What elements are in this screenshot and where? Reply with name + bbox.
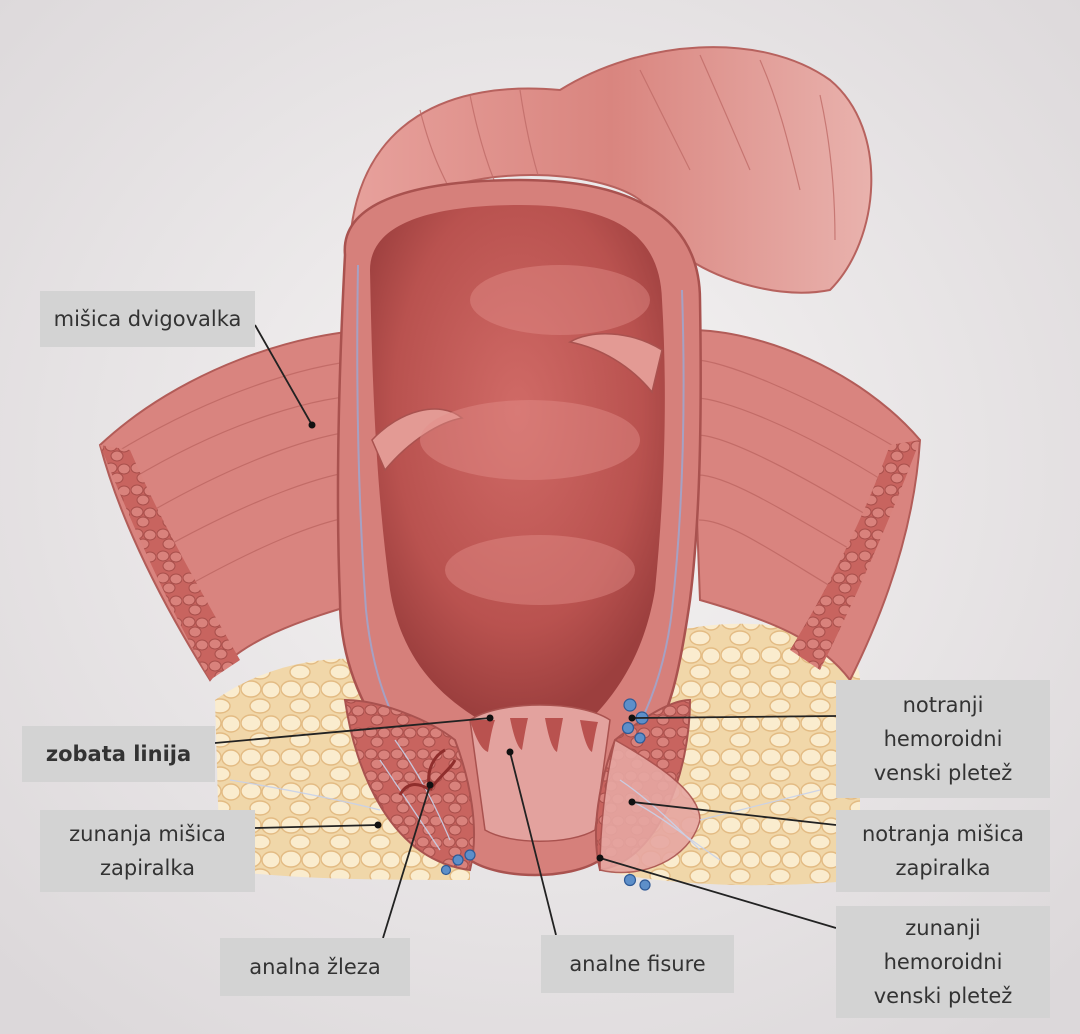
lumen-highlights <box>420 265 650 605</box>
anal-canal <box>469 704 611 842</box>
internal-sphincter-right <box>599 738 701 874</box>
rectal-fold-right <box>567 333 663 394</box>
anal-columns <box>470 718 598 752</box>
levator-cells-right <box>790 440 920 670</box>
rectal-fold-left <box>371 408 464 472</box>
leader-lines <box>214 324 837 939</box>
label-notranja-misica-zapiralka: notranja mišica zapiralka <box>836 810 1050 892</box>
label-zunanja-misica-zapiralka: zunanja mišica zapiralka <box>40 810 255 892</box>
label-analne-fisure: analne fisure <box>541 935 734 993</box>
anchor-dots <box>308 421 636 862</box>
label-zobata-linija: zobata linija <box>22 726 215 782</box>
label-notranji-hemoroidni-venski-pletez: notranji hemoroidni venski pletež <box>836 680 1050 798</box>
levator-muscle-right <box>688 328 922 682</box>
rectal-lumen <box>370 205 665 720</box>
label-analna-zleza: analna žleza <box>220 938 410 996</box>
sigmoid-colon <box>348 46 873 294</box>
label-zunanji-hemoroidni-venski-pletez: zunanji hemoroidni venski pletež <box>836 906 1050 1018</box>
label-misica-dvigovalka: mišica dvigovalka <box>40 291 255 347</box>
nerve-fibers <box>229 739 821 861</box>
levator-cells-left <box>100 445 240 680</box>
